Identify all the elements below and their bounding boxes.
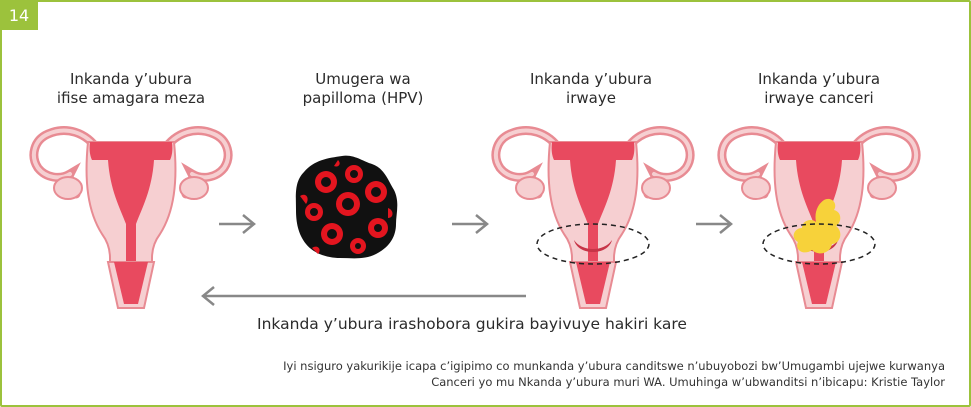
caption-abnormal-line1: Inkanda y’ubura — [486, 70, 696, 89]
arrow-right-icon — [217, 212, 259, 236]
caption-healthy-line1: Inkanda y’ubura — [26, 70, 236, 89]
caption-cancer-line1: Inkanda y’ubura — [714, 70, 924, 89]
caption-abnormal-line2: irwaye — [486, 89, 696, 108]
arrow-left-return-icon — [198, 285, 528, 307]
caption-cancer-cervix: Inkanda y’ubura irwaye canceri — [714, 70, 924, 108]
cancer-uterus-illustration — [714, 112, 924, 312]
caption-healthy-line2: ifise amagara meza — [26, 89, 236, 108]
credit-line-1: Iyi nsiguro yakurikije icapa c’igipimo c… — [45, 358, 945, 374]
arrow-right-icon — [450, 212, 492, 236]
credit-note: Iyi nsiguro yakurikije icapa c’igipimo c… — [45, 358, 945, 390]
return-arrow-label: Inkanda y’ubura irashobora gukira bayivu… — [162, 315, 782, 333]
caption-hpv-line1: Umugera wa — [258, 70, 468, 89]
healthy-uterus-illustration — [26, 112, 236, 312]
caption-healthy-cervix: Inkanda y’ubura ifise amagara meza — [26, 70, 236, 108]
caption-hpv-line2: papilloma (HPV) — [258, 89, 468, 108]
caption-hpv-virus: Umugera wa papilloma (HPV) — [258, 70, 468, 108]
credit-line-2: Canceri yo mu Nkanda y’ubura muri WA. Um… — [45, 374, 945, 390]
caption-cancer-line2: irwaye canceri — [714, 89, 924, 108]
figure-number-badge: 14 — [0, 0, 38, 30]
caption-abnormal-cervix: Inkanda y’ubura irwaye — [486, 70, 696, 108]
hpv-virus-illustration — [292, 152, 400, 262]
abnormal-uterus-illustration — [488, 112, 698, 312]
